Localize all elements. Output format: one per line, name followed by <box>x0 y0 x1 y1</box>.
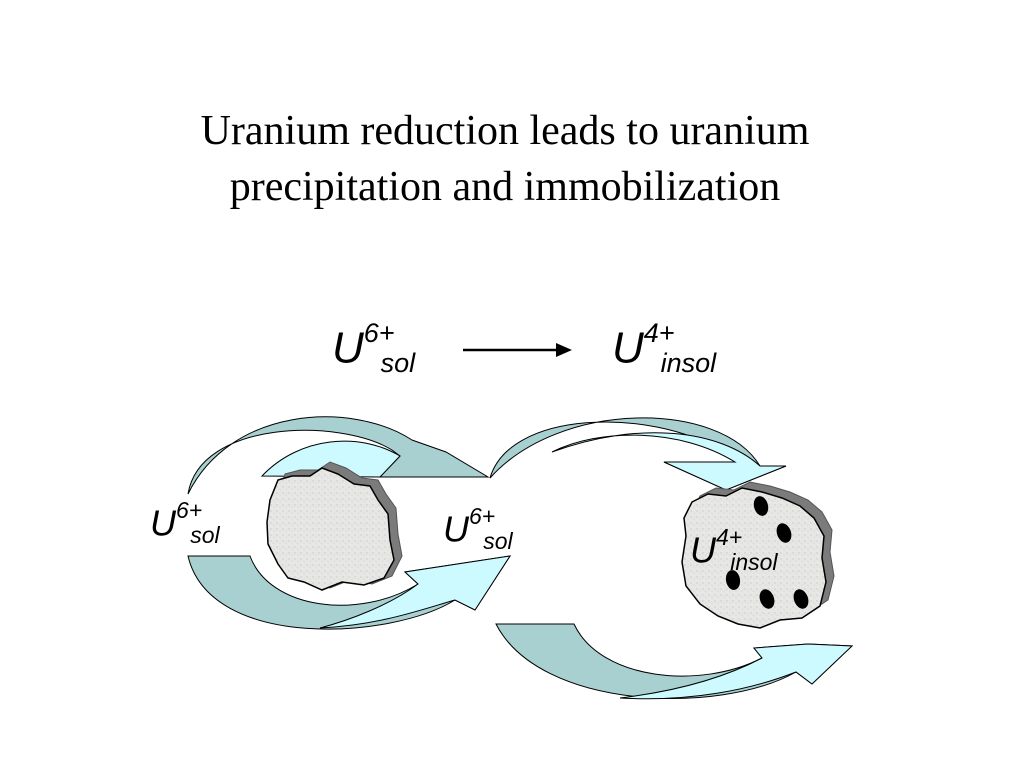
cycle-label-middle: U6+sol <box>443 503 513 555</box>
slide-title: Uranium reduction leads to uranium preci… <box>100 103 910 215</box>
reactant-symbol: U <box>332 323 364 373</box>
precipitate-particle <box>725 570 741 590</box>
right-label-charge: 4+ <box>716 524 743 550</box>
product-symbol: U <box>612 323 644 373</box>
middle-label-symbol: U <box>443 508 469 550</box>
reaction-arrow <box>463 343 572 357</box>
reactant-charge: 6+ <box>363 318 395 348</box>
middle-label-charge: 6+ <box>469 503 496 529</box>
right-label-symbol: U <box>690 529 716 571</box>
right-label-state: insol <box>730 549 778 576</box>
left-label-charge: 6+ <box>176 497 203 523</box>
product-state: insol <box>660 347 717 378</box>
sediment-grain-right <box>681 481 835 629</box>
reactant-state: sol <box>380 347 416 378</box>
precipitate-particle <box>793 589 809 609</box>
left-label-state: sol <box>190 522 220 549</box>
product-charge: 4+ <box>643 318 675 348</box>
precipitate-particle <box>759 589 775 609</box>
title-line-2: precipitation and immobilization <box>229 164 781 210</box>
sediment-grain-left <box>266 461 403 591</box>
precipitate-particle <box>753 496 769 516</box>
left-label-symbol: U <box>150 502 176 544</box>
reaction-reactant: U6+sol <box>332 318 415 379</box>
title-line-1: Uranium reduction leads to uranium <box>200 108 810 154</box>
cycle-label-right: U4+insol <box>690 524 778 576</box>
cycle-label-left: U6+sol <box>150 497 220 549</box>
precipitate-particle <box>776 523 792 543</box>
middle-label-state: sol <box>483 528 513 555</box>
curved-arrow-left-top <box>187 416 490 495</box>
reaction-product: U4+insol <box>612 318 716 379</box>
